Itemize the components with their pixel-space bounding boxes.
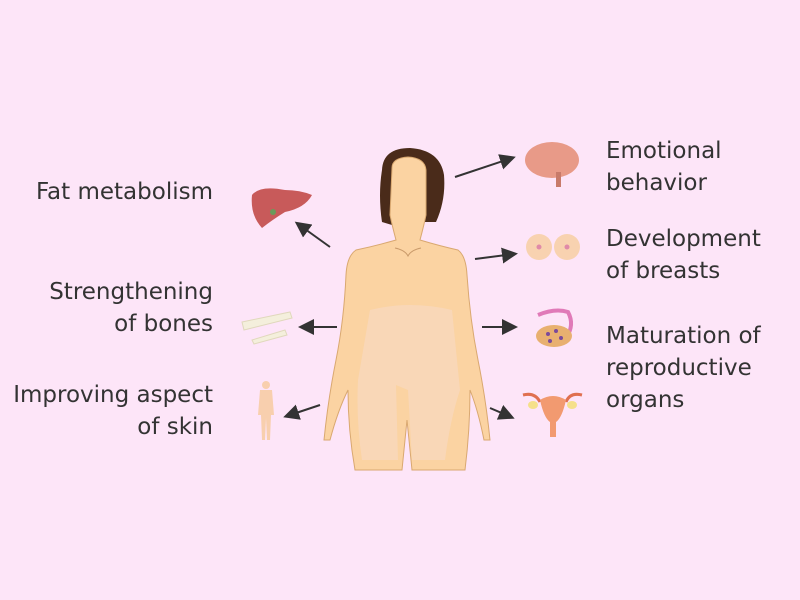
- label-emotional-behavior: Emotional behavior: [606, 138, 722, 196]
- uterus-icon: [522, 392, 583, 437]
- liver-icon: [251, 188, 312, 228]
- ovary-icon: [536, 308, 573, 347]
- arrows: [283, 154, 518, 420]
- woman-figure: [323, 148, 491, 471]
- label-improving-skin: Improving aspect of skin: [13, 382, 213, 440]
- label-strengthening-bones: Strengthening of bones: [49, 279, 213, 337]
- breasts-icon: [526, 234, 580, 260]
- bones-icon: [241, 311, 293, 345]
- skin-body-icon: [258, 381, 274, 440]
- body-shade: [357, 305, 460, 460]
- brain-icon: [525, 142, 579, 187]
- label-maturation-reproductive: Maturation of reproductive organs: [606, 323, 761, 413]
- label-fat-metabolism: Fat metabolism: [35, 179, 213, 205]
- label-development-breasts: Development of breasts: [606, 226, 761, 284]
